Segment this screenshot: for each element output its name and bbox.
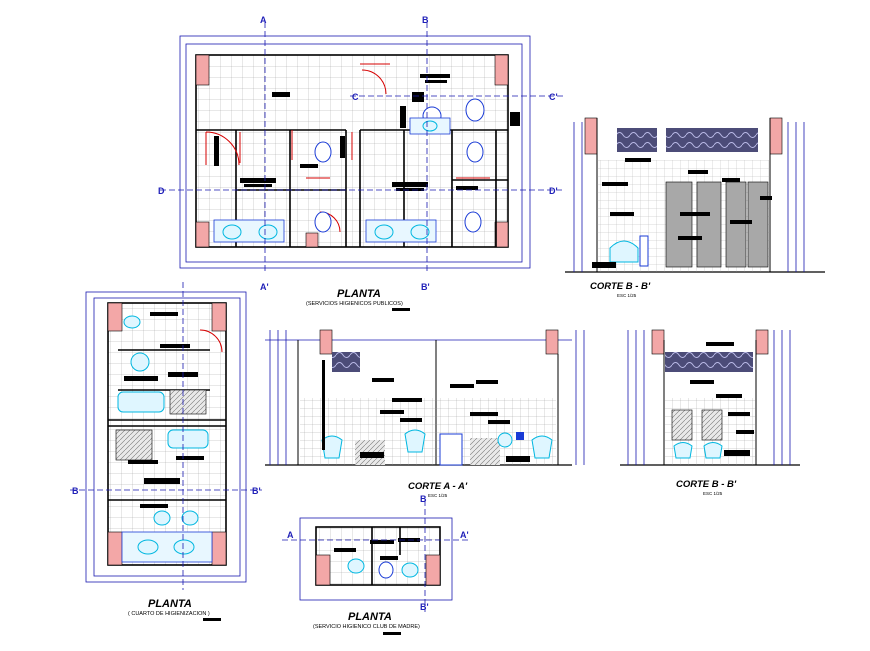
dimension-frame bbox=[299, 517, 453, 601]
window-pattern bbox=[666, 128, 758, 152]
outer-wall bbox=[195, 54, 509, 248]
dimension-frame bbox=[85, 291, 247, 583]
section-bb-mid: CORTE B - B' ESC 1/25 bbox=[620, 329, 800, 496]
door bbox=[291, 130, 330, 179]
stall-partition bbox=[747, 181, 769, 268]
section-aa: CORTE A - A' ESC 1/25 bbox=[265, 329, 585, 498]
drawing-title: CORTE B - B' bbox=[590, 281, 651, 292]
section-bb-top: CORTE B - B' ESC 1/25 bbox=[565, 117, 825, 298]
column bbox=[305, 232, 319, 248]
column bbox=[107, 302, 123, 332]
axis-label: B bbox=[420, 494, 427, 504]
dimension-lines bbox=[627, 330, 791, 465]
annotation-labels bbox=[690, 342, 754, 456]
drawing-subtitle: ( CUARTO DE HIGIENIZACION ) bbox=[128, 611, 210, 617]
column bbox=[195, 221, 210, 248]
axis-label: B bbox=[72, 486, 79, 496]
door-swing bbox=[361, 69, 387, 95]
drawing-title: PLANTA bbox=[148, 598, 192, 610]
lavatory-elevation bbox=[703, 442, 723, 459]
door-swing bbox=[199, 329, 223, 353]
drawing-title: CORTE B - B' bbox=[676, 479, 737, 490]
annotation-labels bbox=[592, 158, 772, 268]
column bbox=[107, 531, 123, 566]
axis-label: A bbox=[287, 530, 294, 540]
fixtures bbox=[347, 558, 419, 579]
axis-label: A' bbox=[460, 530, 469, 540]
drawing-scale: ESC 1/25 bbox=[703, 491, 723, 496]
axis-label: C bbox=[352, 92, 359, 102]
dimension-lines bbox=[573, 122, 805, 272]
drawing-subtitle: (SERVICIO HIGIENICO CLUB DE MADRE) bbox=[313, 624, 420, 630]
axis-label: C' bbox=[549, 92, 558, 102]
drawing-scale: ESC 1/25 bbox=[617, 293, 637, 298]
mirror bbox=[701, 409, 723, 441]
column bbox=[494, 221, 509, 248]
door bbox=[351, 132, 490, 179]
toilet-elevation bbox=[639, 235, 649, 267]
dimension-frame-inner bbox=[185, 43, 523, 263]
axis-label: B' bbox=[252, 486, 261, 496]
partitions bbox=[108, 349, 226, 501]
column bbox=[584, 117, 598, 155]
tiled-floor bbox=[316, 527, 440, 585]
lavatory-elevation bbox=[609, 240, 639, 263]
stall-partition bbox=[665, 181, 693, 268]
plan-small: A A' B B' PLANTA (SERVICIO HIGIENICO CLU… bbox=[282, 494, 470, 635]
annotation-labels bbox=[214, 74, 520, 191]
plan-main: A A' B B' C C' D D' PLANTA (SERVICIOS HI… bbox=[158, 15, 565, 311]
drawing-title: CORTE A - A' bbox=[408, 481, 468, 492]
window-pattern bbox=[665, 352, 753, 372]
toilet-fixtures bbox=[314, 98, 485, 233]
scale-bar bbox=[383, 632, 401, 635]
window-pattern bbox=[617, 128, 657, 152]
axis-label: B' bbox=[421, 282, 430, 292]
scale-bar bbox=[392, 308, 410, 311]
axis-label: A bbox=[260, 15, 267, 25]
column bbox=[195, 54, 210, 86]
drawing-title: PLANTA bbox=[337, 288, 381, 300]
axis-label: D' bbox=[549, 186, 558, 196]
column bbox=[651, 329, 665, 355]
column bbox=[319, 329, 333, 355]
fixtures bbox=[117, 315, 213, 563]
hatched-area bbox=[470, 438, 500, 465]
axis-label: B' bbox=[420, 602, 429, 612]
column bbox=[211, 531, 227, 566]
mirror bbox=[671, 409, 693, 441]
axis-label: B bbox=[422, 15, 429, 25]
stall-partition bbox=[725, 181, 747, 268]
outer-wall bbox=[107, 302, 227, 566]
fixtures bbox=[321, 429, 553, 466]
drawing-subtitle: (SERVICIOS HIGIENICOS PUBLICOS) bbox=[306, 301, 403, 307]
stall-partition bbox=[696, 181, 722, 268]
hatched-area bbox=[115, 429, 153, 461]
column bbox=[769, 117, 783, 155]
axis-label: A' bbox=[260, 282, 269, 292]
column bbox=[425, 554, 441, 586]
plan-left: B B' PLANTA ( CUARTO DE HIGIENIZACION ) bbox=[70, 282, 262, 621]
column bbox=[494, 54, 509, 86]
column bbox=[211, 302, 227, 332]
window-pattern bbox=[332, 352, 360, 372]
column bbox=[545, 329, 559, 355]
tile-wall bbox=[300, 398, 556, 465]
column bbox=[755, 329, 769, 355]
dimension-frame-inner bbox=[93, 297, 241, 577]
dimension-frame bbox=[179, 35, 531, 269]
lavatory-elevation bbox=[673, 442, 693, 459]
lavatory-fixtures bbox=[213, 117, 451, 243]
drawing-title: PLANTA bbox=[348, 611, 392, 623]
scale-bar bbox=[203, 618, 221, 621]
dimension-lines bbox=[269, 330, 585, 465]
axis-marker-a-top: A A' B B' C C' D D' bbox=[158, 15, 565, 292]
column bbox=[315, 554, 331, 586]
axis-label: D bbox=[158, 186, 165, 196]
hatched-area bbox=[169, 389, 207, 415]
drawing-scale: ESC 1/25 bbox=[428, 493, 448, 498]
door-swing bbox=[205, 131, 240, 166]
annotation-labels bbox=[322, 360, 530, 462]
